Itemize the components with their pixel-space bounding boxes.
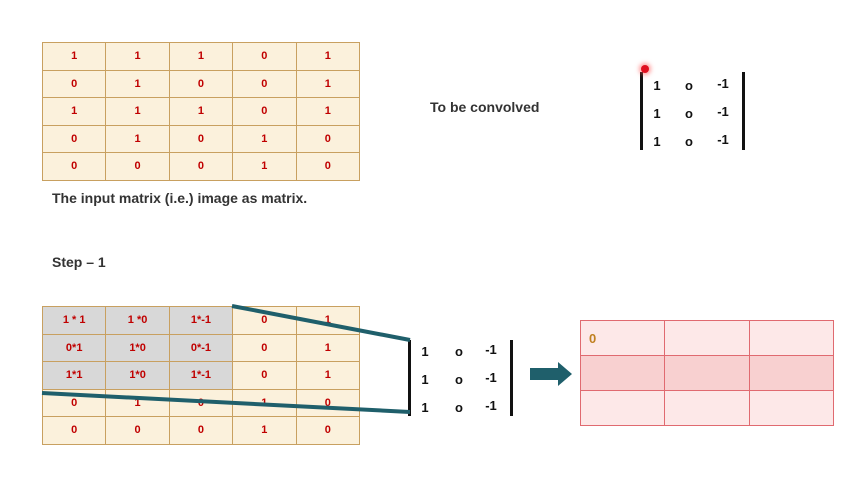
kernel-cell: -1: [485, 398, 497, 413]
matrix-cell: 0: [232, 69, 297, 98]
kernel-right-bracket: [510, 340, 513, 416]
matrix-row: 1 1 1 0 1: [41, 97, 361, 126]
kernel-cell: -1: [717, 132, 729, 147]
input-matrix-caption: The input matrix (i.e.) image as matrix.: [52, 190, 308, 206]
matrix-cell: 1: [105, 69, 170, 98]
matrix-row: 1 1 1 0 1: [41, 42, 361, 71]
output-cell: [748, 390, 835, 426]
matrix-cell: 0: [105, 152, 170, 181]
pointer-dot: [641, 65, 649, 73]
matrix-cell: 1*1: [41, 361, 107, 390]
step-kernel-matrix: 1 o -1 1 o -1 1 o -1: [408, 340, 518, 416]
kernel-cell: o: [455, 372, 463, 387]
output-cell: [748, 355, 835, 391]
matrix-cell: 0: [232, 42, 297, 71]
kernel-matrix: 1 o -1 1 o -1 1 o -1: [638, 72, 748, 152]
matrix-cell: 0: [295, 388, 361, 417]
connector-line-top: [231, 304, 411, 342]
right-arrow-icon: [530, 362, 572, 386]
matrix-cell: 1: [105, 388, 170, 417]
kernel-cell: -1: [485, 342, 497, 357]
matrix-cell: 1: [105, 124, 170, 153]
matrix-cell: 1: [168, 42, 234, 71]
kernel-cell: o: [685, 134, 693, 149]
matrix-cell: 0: [168, 416, 234, 445]
kernel-cell: 1: [421, 344, 429, 359]
to-be-convolved-label: To be convolved: [430, 99, 540, 115]
matrix-cell: 0*-1: [168, 333, 234, 362]
kernel-cell: o: [685, 106, 693, 121]
kernel-cell: 1: [653, 134, 661, 149]
matrix-cell: 0: [41, 69, 107, 98]
matrix-cell: 1: [295, 97, 361, 126]
input-matrix: 1 1 1 0 1 0 1 0 0 1 1 1 1 0 1 0 1 0 1 0 …: [41, 42, 361, 181]
matrix-cell: 0: [295, 152, 361, 181]
matrix-cell: 0: [168, 152, 234, 181]
matrix-row: 0 1 0 0 1: [41, 69, 361, 98]
matrix-row: 0 0 0 1 0: [41, 416, 361, 445]
output-matrix: 0: [579, 320, 835, 426]
matrix-cell: 1*-1: [168, 306, 234, 335]
matrix-row: [579, 355, 835, 391]
matrix-cell: 1: [105, 97, 170, 126]
output-cell: [579, 390, 666, 426]
matrix-cell: 1*0: [105, 333, 170, 362]
matrix-cell: 0: [168, 69, 234, 98]
step-matrix: 1 * 1 1 *0 1*-1 0 1 0*1 1*0 0*-1 0 1 1*1…: [41, 306, 361, 445]
matrix-cell: 1: [232, 124, 297, 153]
output-cell: [664, 390, 750, 426]
matrix-cell: 0: [232, 361, 297, 390]
matrix-cell: 0: [295, 416, 361, 445]
matrix-row: 0 1 0 1 0: [41, 124, 361, 153]
matrix-cell: 1: [232, 152, 297, 181]
connector-line-bottom: [41, 391, 411, 414]
matrix-cell: 0: [41, 124, 107, 153]
matrix-row: 0*1 1*0 0*-1 0 1: [41, 333, 361, 362]
matrix-cell: 1*0: [105, 361, 170, 390]
matrix-cell: 1: [168, 97, 234, 126]
matrix-row: 0: [579, 320, 835, 356]
matrix-cell: 1: [232, 416, 297, 445]
matrix-cell: 0: [41, 388, 107, 417]
output-cell: [664, 320, 750, 356]
kernel-cell: -1: [717, 76, 729, 91]
kernel-cell: o: [685, 78, 693, 93]
matrix-cell: 1: [295, 333, 361, 362]
matrix-cell: 0: [41, 152, 107, 181]
output-cell: [748, 320, 835, 356]
kernel-left-bracket: [408, 340, 411, 416]
matrix-cell: 1: [295, 361, 361, 390]
matrix-cell: 1: [41, 97, 107, 126]
output-cell: [579, 355, 666, 391]
matrix-cell: 1 * 1: [41, 306, 107, 335]
matrix-row: [579, 390, 835, 426]
matrix-cell: 1: [41, 42, 107, 71]
matrix-cell: 0: [105, 416, 170, 445]
kernel-cell: 1: [653, 106, 661, 121]
step-label: Step – 1: [52, 254, 106, 270]
kernel-cell: 1: [653, 78, 661, 93]
output-cell: 0: [579, 320, 666, 356]
matrix-cell: 0: [295, 124, 361, 153]
matrix-cell: 1: [295, 42, 361, 71]
kernel-cell: 1: [421, 400, 429, 415]
kernel-right-bracket: [742, 72, 745, 150]
kernel-left-bracket: [640, 72, 643, 150]
kernel-cell: -1: [717, 104, 729, 119]
matrix-row: 0 1 0 1 0: [41, 388, 361, 417]
matrix-row: 0 0 0 1 0: [41, 152, 361, 181]
matrix-cell: 1: [295, 69, 361, 98]
matrix-row: 1*1 1*0 1*-1 0 1: [41, 361, 361, 390]
kernel-cell: o: [455, 344, 463, 359]
output-cell: [664, 355, 750, 391]
kernel-cell: 1: [421, 372, 429, 387]
kernel-cell: o: [455, 400, 463, 415]
kernel-cell: -1: [485, 370, 497, 385]
matrix-cell: 1*-1: [168, 361, 234, 390]
